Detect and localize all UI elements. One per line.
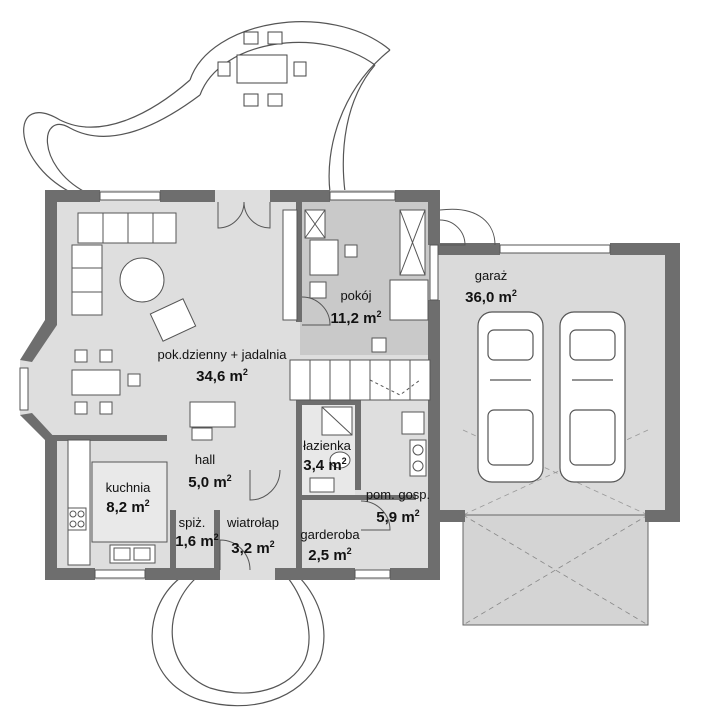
label-bath: łazienka 3,4 m2 (303, 438, 351, 474)
room-area: 3,2 (231, 540, 252, 557)
label-vestibule: wiatrołap 3,2 m2 (226, 515, 279, 557)
svg-text:2,5 m2: 2,5 m2 (308, 546, 351, 564)
room-name: spiż. (179, 515, 206, 530)
room-area: 5,9 (376, 509, 397, 526)
svg-text:5,9 m2: 5,9 m2 (376, 508, 419, 526)
terrace-bottom (151, 577, 325, 707)
room-area: 36,0 (465, 289, 494, 306)
room-name: kuchnia (106, 480, 152, 495)
label-pantry: spiż. 1,6 m2 (175, 515, 218, 550)
driveway (462, 429, 649, 626)
svg-text:11,2 m2: 11,2 m2 (331, 309, 382, 327)
svg-text:3,4 m2: 3,4 m2 (303, 456, 346, 474)
kitchen-furniture (67, 439, 168, 566)
svg-text:34,6 m2: 34,6 m2 (196, 367, 248, 385)
walls (20, 190, 680, 580)
garage-cars (477, 311, 626, 483)
room-furniture (304, 209, 429, 353)
svg-text:1,6 m2: 1,6 m2 (175, 532, 218, 550)
label-utility: pom. gosp. 5,9 m2 (366, 487, 430, 526)
room-area: 2,5 (308, 547, 329, 564)
label-room: pokój 11,2 m2 (331, 288, 382, 327)
room-name: garaż (475, 268, 508, 283)
room-labels: pok.dzienny + jadalnia 34,6 m2 pokój 11,… (106, 268, 517, 564)
room-area: 3,4 (303, 457, 325, 474)
label-wardrobe: garderoba 2,5 m2 (300, 527, 360, 564)
room-name: pokój (340, 288, 371, 303)
svg-text:3,2 m2: 3,2 m2 (231, 539, 274, 557)
label-living: pok.dzienny + jadalnia 34,6 m2 (157, 347, 287, 385)
room-area: 1,6 (175, 533, 196, 550)
label-hall: hall 5,0 m2 (188, 452, 231, 491)
room-name: wiatrołap (226, 515, 279, 530)
doors (217, 201, 496, 571)
room-area: 5,0 (188, 474, 209, 491)
room-name: pok.dzienny + jadalnia (157, 347, 287, 362)
label-kitchen: kuchnia 8,2 m2 (106, 480, 152, 516)
room-name: garderoba (300, 527, 360, 542)
room-name: łazienka (303, 438, 351, 453)
room-area: 8,2 (106, 499, 127, 516)
terrace-dining-set (217, 31, 307, 107)
label-garage: garaż 36,0 m2 (465, 268, 517, 306)
staircase (289, 359, 431, 401)
svg-text:36,0 m2: 36,0 m2 (465, 288, 517, 306)
svg-text:8,2 m2: 8,2 m2 (106, 498, 149, 516)
terrace-top (23, 21, 391, 193)
room-area: 34,6 (196, 368, 225, 385)
room-area: 11,2 (331, 310, 359, 327)
room-name: hall (195, 452, 215, 467)
windows (19, 191, 611, 579)
room-name: pom. gosp. (366, 487, 430, 502)
svg-text:5,0 m2: 5,0 m2 (188, 473, 231, 491)
living-furniture (71, 209, 298, 441)
bath-furniture (309, 406, 427, 493)
